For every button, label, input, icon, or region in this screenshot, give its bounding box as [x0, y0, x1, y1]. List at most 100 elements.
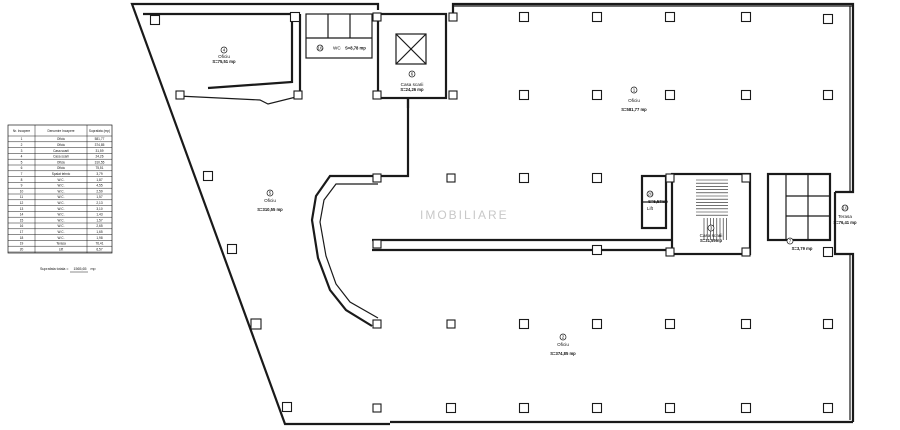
room-name: WC — [333, 46, 341, 51]
pillar — [664, 402, 676, 414]
room-label-6: 6 Casa scarii S=24,26 mp — [400, 70, 424, 92]
legend-header: Nr. Incapere — [13, 129, 31, 133]
pillar — [372, 403, 382, 413]
legend-cell: 1,87 — [96, 178, 102, 182]
room-area: S=8,78 mp — [345, 46, 366, 51]
pillar — [822, 318, 834, 330]
pillar — [149, 14, 161, 26]
legend-cell: 1,57 — [96, 195, 102, 199]
legend-cell: 15 — [20, 218, 24, 222]
room-name: Casa scarii — [700, 233, 723, 238]
legend-cell: 2,65 — [96, 224, 102, 228]
room-area: S=374,85 mp — [550, 351, 576, 356]
room-number: 2 — [562, 335, 565, 340]
pillar — [740, 89, 752, 101]
pillar — [448, 12, 458, 22]
legend-cell: W.C. — [58, 230, 65, 234]
legend-cell: 20 — [20, 247, 24, 251]
legend-total-unit: mp — [90, 267, 95, 271]
legend-cell: 6,57 — [96, 247, 102, 251]
legend-cell: 24,26 — [96, 155, 104, 159]
room-name: Oficiu — [628, 98, 640, 103]
room-label-16: 16 WC S=8,78 mp — [316, 44, 366, 52]
pillar — [445, 402, 457, 414]
pillar — [372, 239, 382, 249]
legend-cell: Lift — [59, 247, 63, 251]
room-name: Lift — [647, 206, 654, 211]
legend-cell: 9 — [21, 184, 23, 188]
pillar — [665, 247, 675, 257]
pillar — [591, 244, 603, 256]
room-number: 20 — [647, 192, 653, 197]
room-label-3: 3 Casa scarii S=31,59mp — [700, 224, 723, 243]
legend-cell: 4 — [21, 155, 23, 159]
legend-cell: 5 — [21, 160, 23, 164]
pillar — [591, 402, 603, 414]
pillar — [518, 11, 530, 23]
legend-cell: W.C. — [58, 195, 65, 199]
room-number: 16 — [317, 46, 323, 51]
legend-cell: 1 — [21, 137, 23, 141]
pillar — [446, 319, 456, 329]
room-area: S=75,51 mp — [212, 59, 236, 64]
pillar — [226, 243, 238, 255]
room-label-20: 20 Lift S=6,57mp — [646, 190, 668, 211]
pillar — [591, 318, 603, 330]
legend-cell: 2,59 — [96, 189, 102, 193]
staircase-right — [696, 179, 728, 240]
legend-cell: W.C. — [58, 207, 65, 211]
pillar — [281, 401, 293, 413]
legend-header: Denumire Incapere — [47, 129, 74, 133]
legend-cell: 7 — [21, 172, 23, 176]
room-label-7: 7 S=3,79 mp — [786, 237, 813, 251]
legend-cell: Casa scarii — [53, 155, 69, 159]
pillar — [822, 13, 834, 25]
pillar — [518, 402, 530, 414]
legend-cell: W.C. — [58, 201, 65, 205]
legend-cell: W.C. — [58, 184, 65, 188]
legend-cell: 2,13 — [96, 201, 102, 205]
room-label-4: 4 Oficiu S=75,51 mp — [212, 46, 236, 64]
room-area: S=31,59mp — [700, 238, 722, 243]
legend-cell: W.C. — [58, 178, 65, 182]
room-number: 1 — [633, 88, 636, 93]
legend-cell: W.C. — [58, 224, 65, 228]
room-area: S=76,41 mp — [833, 220, 857, 225]
legend-cell: W.C. — [58, 213, 65, 217]
room-label-2: 2 Oficiu S=374,85 mp — [550, 333, 576, 356]
room-name: Casa scarii — [401, 82, 424, 87]
pillar — [822, 402, 834, 414]
pillar — [175, 90, 185, 100]
pillar — [202, 170, 214, 182]
room-area: S=6,57mp — [648, 199, 668, 204]
legend-cell: Oficiu — [57, 143, 65, 147]
pillars — [149, 11, 834, 414]
pillar — [372, 90, 382, 100]
legend-cell: 3,79 — [96, 172, 102, 176]
svg-text:Suprafata totala = 1565,: Suprafata totala = 1565,65 mp — [40, 267, 95, 271]
legend-cell: Oficiu — [57, 166, 65, 170]
room-number: 6 — [411, 72, 414, 77]
room-name: Terasa — [838, 214, 852, 219]
pillar — [448, 90, 458, 100]
legend-header: Suprafata (mp) — [89, 129, 110, 133]
pillar — [664, 89, 676, 101]
legend-cell: 12 — [20, 201, 24, 205]
legend-cell: 17 — [20, 230, 24, 234]
legend-cell: 14 — [20, 213, 24, 217]
room-number: 7 — [789, 239, 792, 244]
legend-cell: Terasa — [56, 242, 66, 246]
legend-cell: 1,43 — [96, 213, 102, 217]
room-number: 4 — [223, 48, 226, 53]
legend-cell: 3,10 — [96, 207, 102, 211]
room-area: S=3,79 mp — [792, 246, 813, 251]
legend-cell: 16 — [20, 224, 24, 228]
legend-cell: 75,51 — [96, 166, 104, 170]
legend-cell: 581,77 — [95, 137, 105, 141]
pillar — [740, 11, 752, 23]
room-number: 5 — [269, 191, 272, 196]
pillar — [741, 247, 751, 257]
pillar — [518, 318, 530, 330]
pillar — [591, 11, 603, 23]
